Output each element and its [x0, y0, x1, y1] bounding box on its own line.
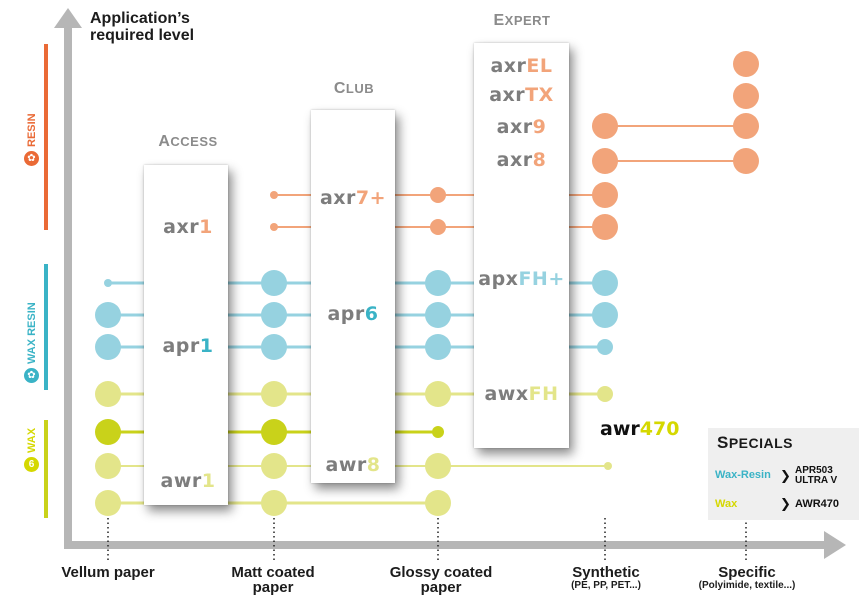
connector-dot-14 — [95, 334, 121, 360]
tier-expert-title: EXPERT — [493, 12, 551, 29]
product-axr7plus: axr7+ — [319, 187, 387, 209]
product-axr1: axr1 — [163, 216, 213, 238]
connector-dot-3 — [733, 148, 759, 174]
expert-box — [474, 43, 569, 448]
connector-dot-13 — [95, 302, 121, 328]
product-apr1: apr1 — [162, 335, 214, 357]
product-awr8: awr8 — [325, 454, 381, 476]
product-apr6: apr6 — [327, 303, 379, 325]
connector-dot-9 — [430, 219, 446, 235]
connector-dot-36 — [261, 490, 287, 516]
connector-dot-5 — [592, 148, 618, 174]
connector-dot-27 — [597, 386, 613, 402]
x-label-specific: Specific(Polyimide, textile...) — [698, 564, 796, 591]
tier-club-title: CLUB — [333, 80, 375, 97]
connector-dot-15 — [261, 270, 287, 296]
connector-dot-34 — [604, 462, 612, 470]
connector-dot-7 — [592, 214, 618, 240]
product-apxfh: apxFH+ — [478, 268, 565, 290]
connector-dot-24 — [95, 381, 121, 407]
connector-dot-28 — [95, 419, 121, 445]
connector-dot-11 — [270, 223, 278, 231]
product-awr470: awr470 — [600, 418, 680, 440]
product-awr1: awr1 — [160, 470, 216, 492]
connector-dot-23 — [597, 339, 613, 355]
access-box — [144, 165, 228, 505]
connector-dot-21 — [592, 270, 618, 296]
connector-dot-18 — [425, 270, 451, 296]
connector-dot-22 — [592, 302, 618, 328]
connector-dot-16 — [261, 302, 287, 328]
connector-dot-37 — [425, 490, 451, 516]
specials-wax-resin-label: Wax-Resin — [715, 469, 771, 481]
connector-dot-33 — [425, 453, 451, 479]
specials-title: SPECIALS — [717, 433, 794, 452]
resin-category-bar — [44, 44, 48, 230]
x-label-synthetic: Synthetic(PE, PP, PET...) — [571, 564, 641, 591]
product-axr8: axr8 — [496, 149, 547, 171]
wax-resin-icon: ✿ — [24, 368, 39, 383]
product-axr9: axr9 — [496, 116, 547, 138]
connector-dot-6 — [592, 182, 618, 208]
y-axis-arrow-icon — [54, 8, 82, 28]
connector-dot-8 — [430, 187, 446, 203]
category-wax-resin-label: ✿ WAX RESIN — [24, 302, 39, 383]
product-axrel: axrEL — [490, 55, 553, 77]
wax-icon: 6 — [24, 457, 39, 472]
connector-dot-32 — [261, 453, 287, 479]
category-wax-label: 6 WAX — [24, 427, 39, 472]
connector-dot-20 — [425, 334, 451, 360]
connector-dot-29 — [261, 419, 287, 445]
club-box — [311, 110, 395, 483]
specials-wax-label: Wax — [715, 498, 738, 510]
specials-arrow-icon-1: ❯ — [780, 468, 791, 483]
wax-category-bar — [44, 420, 48, 518]
specials-arrow-icon-2: ❯ — [780, 496, 791, 511]
product-axrtx: axrTX — [489, 84, 554, 106]
connector-dot-30 — [432, 426, 444, 438]
x-label-vellum: Vellum paper — [61, 564, 155, 581]
connector-dot-12 — [104, 279, 112, 287]
connector-dot-10 — [270, 191, 278, 199]
resin-icon: ✿ — [24, 151, 39, 166]
connector-dot-0 — [733, 51, 759, 77]
connector-dot-35 — [95, 490, 121, 516]
wax-resin-category-bar — [44, 264, 48, 390]
connector-dot-31 — [95, 453, 121, 479]
y-axis-title: Application’s required level — [90, 10, 195, 44]
connector-dot-2 — [733, 113, 759, 139]
connector-dot-17 — [261, 334, 287, 360]
tier-access-title: ACCESS — [158, 133, 218, 150]
connector-dot-4 — [592, 113, 618, 139]
category-resin-label: ✿ RESIN — [24, 113, 39, 166]
connector-dot-26 — [425, 381, 451, 407]
product-awxfh: awxFH — [484, 383, 559, 405]
connector-dot-1 — [733, 83, 759, 109]
x-axis-arrow-icon — [824, 531, 846, 559]
specials-wax-value: AWR470 — [795, 498, 840, 510]
connector-dot-19 — [425, 302, 451, 328]
connector-dot-25 — [261, 381, 287, 407]
